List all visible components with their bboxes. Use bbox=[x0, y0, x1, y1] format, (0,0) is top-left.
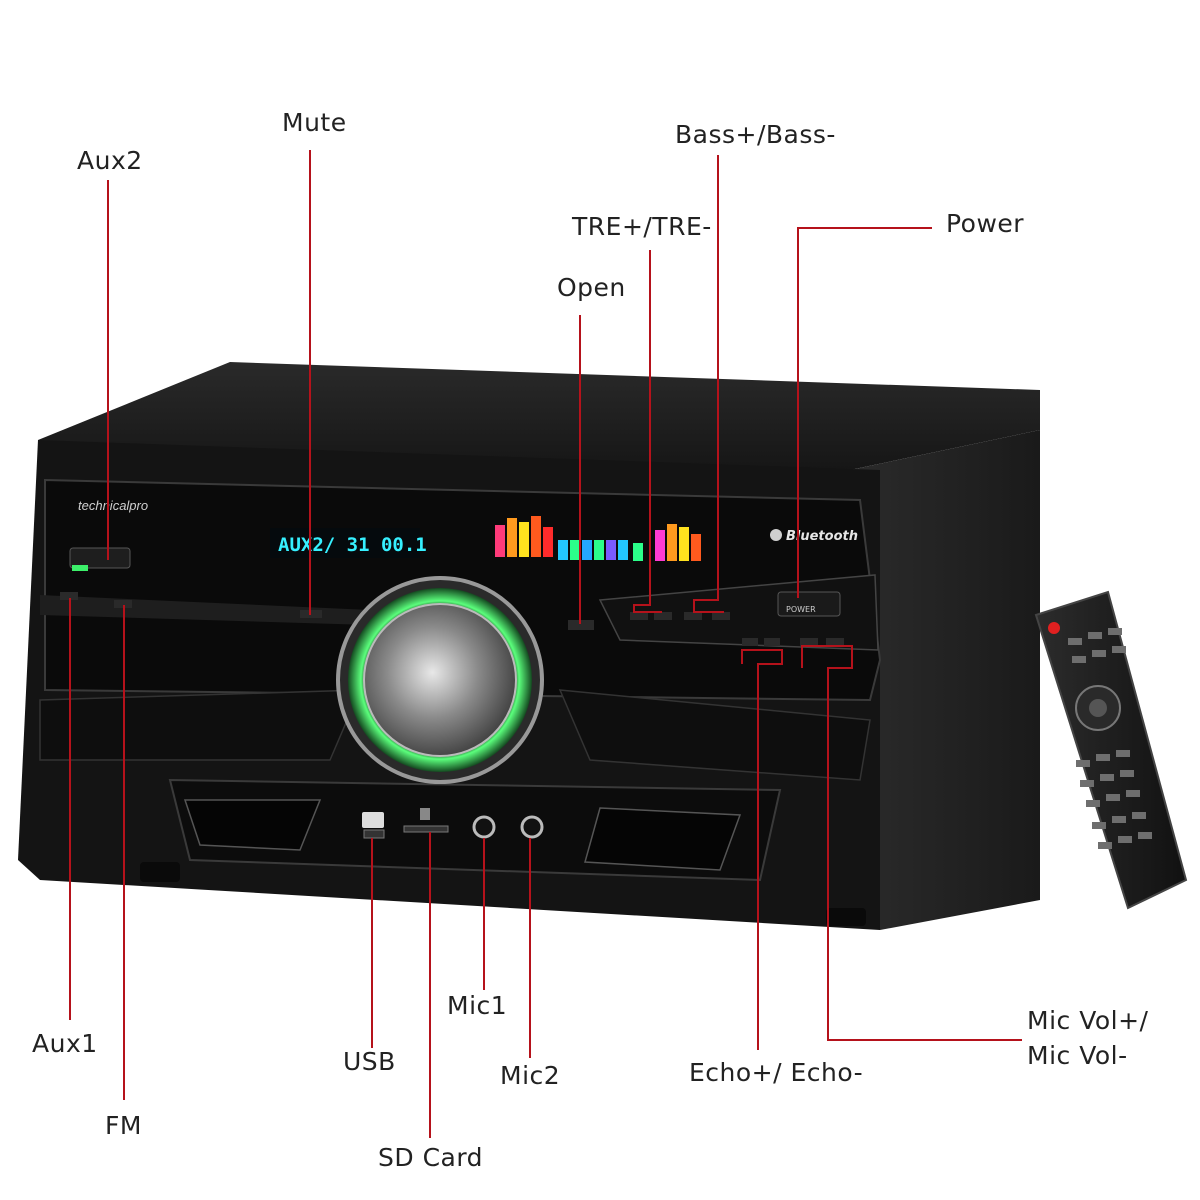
mic2-jack[interactable] bbox=[520, 815, 544, 839]
echo-plus-button[interactable] bbox=[764, 638, 780, 646]
power-button[interactable] bbox=[777, 591, 841, 617]
control-buttons bbox=[60, 547, 844, 646]
power-button-label: POWER bbox=[786, 605, 816, 614]
mic-vol-plus-button[interactable] bbox=[826, 638, 844, 646]
label-usb: USB bbox=[343, 1047, 396, 1076]
usb-icon bbox=[362, 812, 384, 828]
leader-bass bbox=[693, 155, 724, 613]
lcd-display bbox=[270, 528, 420, 558]
label-mic-vol-2: Mic Vol- bbox=[1027, 1041, 1128, 1070]
bluetooth-icon bbox=[770, 529, 782, 541]
bass-minus-button[interactable] bbox=[684, 612, 702, 620]
bluetooth-label: Bluetooth bbox=[786, 529, 858, 544]
label-mic2: Mic2 bbox=[500, 1061, 561, 1090]
leader-tre bbox=[633, 250, 662, 613]
label-mic-vol-1: Mic Vol+/ bbox=[1027, 1006, 1149, 1035]
label-mic1: Mic1 bbox=[447, 991, 508, 1020]
label-power: Power bbox=[946, 209, 1025, 238]
bass-plus-button[interactable] bbox=[712, 612, 730, 620]
usb-port[interactable] bbox=[363, 829, 385, 839]
leader-power bbox=[797, 227, 932, 598]
label-sd-card: SD Card bbox=[378, 1143, 484, 1172]
lcd-text: AUX2/ 31 00.1 bbox=[278, 534, 427, 556]
remote-control bbox=[1034, 590, 1188, 910]
leader-echo bbox=[741, 649, 783, 1050]
aux2-button[interactable] bbox=[69, 547, 131, 569]
label-aux2: Aux2 bbox=[77, 146, 143, 175]
open-button[interactable] bbox=[568, 620, 594, 630]
label-open: Open bbox=[557, 273, 626, 302]
brand-logo: technicalpro bbox=[78, 498, 148, 513]
label-mute: Mute bbox=[282, 108, 347, 137]
tre-plus-button[interactable] bbox=[654, 612, 672, 620]
label-fm: FM bbox=[105, 1111, 142, 1140]
leader-mic-vol bbox=[801, 645, 1022, 1041]
echo-minus-button[interactable] bbox=[742, 638, 758, 646]
volume-knob[interactable] bbox=[336, 576, 544, 784]
sd-card-icon bbox=[420, 808, 430, 820]
aux1-button[interactable] bbox=[60, 592, 78, 600]
tre-minus-button[interactable] bbox=[630, 612, 648, 620]
mic-vol-minus-button[interactable] bbox=[800, 638, 818, 646]
label-tre: TRE+/TRE- bbox=[572, 212, 712, 241]
fm-button[interactable] bbox=[114, 600, 132, 608]
equalizer-display bbox=[495, 516, 701, 561]
label-aux1: Aux1 bbox=[32, 1029, 98, 1058]
mic-jack-icon[interactable] bbox=[472, 815, 496, 839]
leader-lines bbox=[69, 150, 1022, 1138]
label-echo: Echo+/ Echo- bbox=[689, 1058, 864, 1087]
label-bass: Bass+/Bass- bbox=[675, 120, 836, 149]
sd-card-slot[interactable] bbox=[403, 825, 449, 833]
